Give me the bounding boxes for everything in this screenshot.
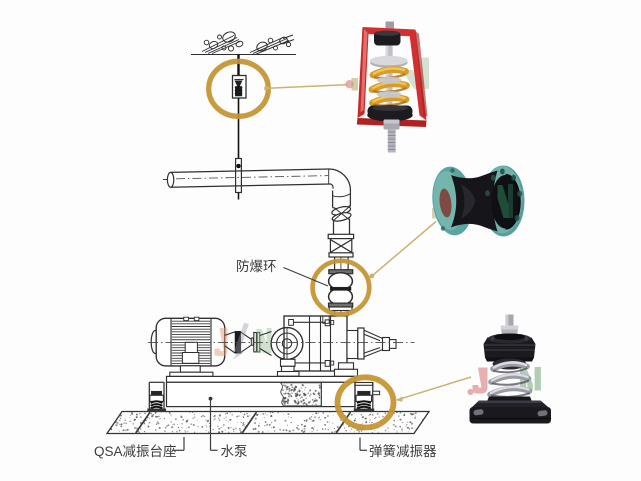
svg-text:水泵: 水泵 (221, 444, 248, 459)
svg-text:弹簧减振器: 弹簧减振器 (369, 444, 437, 459)
svg-text:防爆环: 防爆环 (236, 259, 277, 274)
svg-text:QSA减振台座: QSA减振台座 (94, 444, 177, 459)
